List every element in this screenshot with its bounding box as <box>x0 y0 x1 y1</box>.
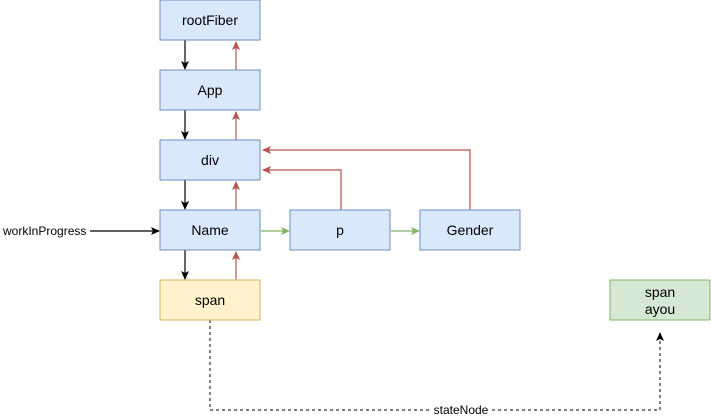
node-name: Name <box>159 209 261 251</box>
node-app: App <box>159 69 261 111</box>
edge-gender-return <box>262 146 471 210</box>
node-name-label: Name <box>191 222 229 238</box>
work-in-progress-label: workInProgress <box>2 224 86 238</box>
node-span-label: span <box>195 292 225 308</box>
state-node-label-bg <box>432 403 490 417</box>
state-node-connector: stateNode <box>209 320 664 417</box>
node-span: span <box>159 279 261 321</box>
node-root-fiber-label: rootFiber <box>182 12 238 28</box>
node-dom-span-label-line1: span <box>645 284 675 300</box>
node-dom-span-label-line2: ayou <box>645 301 675 317</box>
node-p: p <box>289 209 391 251</box>
node-dom-span: span ayou <box>609 279 711 321</box>
node-div: div <box>159 139 261 181</box>
return-edges <box>232 41 471 280</box>
state-node-label: stateNode <box>434 403 489 417</box>
node-div-label: div <box>201 152 219 168</box>
node-root-fiber: rootFiber <box>159 0 261 41</box>
node-gender-label: Gender <box>447 222 494 238</box>
edge-p-return <box>262 166 342 210</box>
state-node-dashed-line <box>209 320 664 411</box>
node-p-label: p <box>336 222 344 238</box>
work-in-progress-pointer: workInProgress <box>2 224 160 238</box>
node-gender: Gender <box>419 209 521 251</box>
node-app-label: App <box>198 82 223 98</box>
